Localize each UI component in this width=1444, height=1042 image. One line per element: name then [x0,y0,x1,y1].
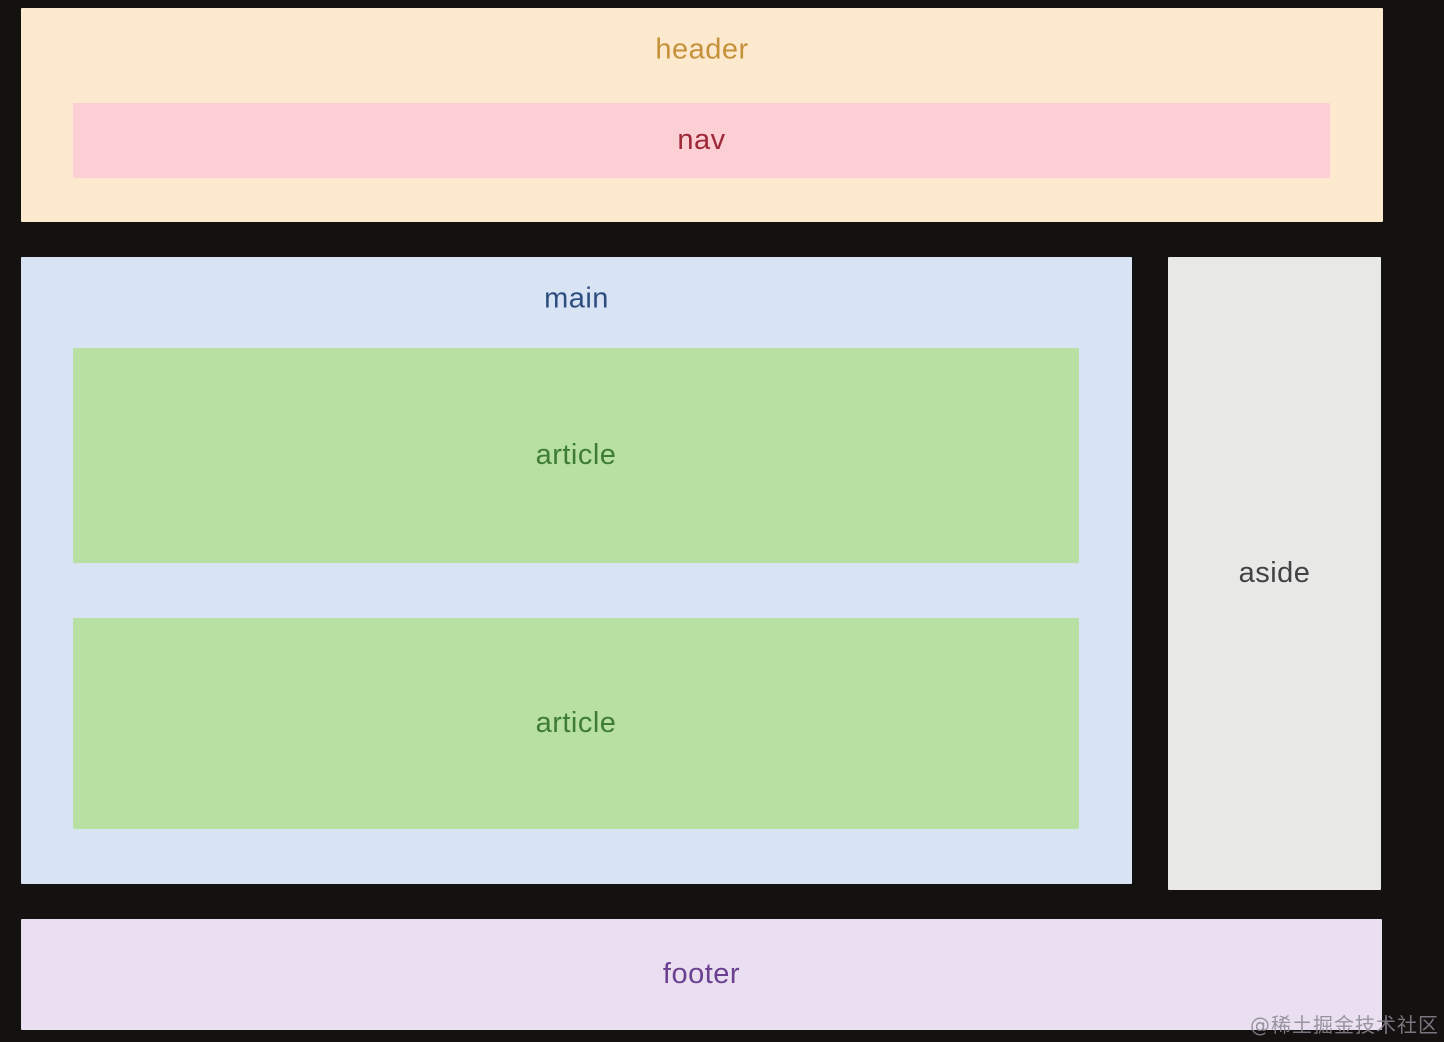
footer-box: footer [21,919,1382,1030]
footer-label: footer [662,958,741,990]
nav-label: nav [677,124,726,156]
aside-label: aside [1238,557,1311,589]
header-box: header nav [21,8,1383,222]
main-box: main article article [21,257,1132,884]
main-label: main [544,282,609,315]
header-label: header [655,33,749,66]
watermark-text: @稀土掘金技术社区 [1250,1013,1439,1037]
article-label-2: article [535,707,617,739]
article-box-2: article [73,618,1079,829]
aside-box: aside [1168,257,1381,890]
nav-box: nav [73,103,1330,178]
article-label-1: article [535,439,617,471]
article-box-1: article [73,348,1079,563]
